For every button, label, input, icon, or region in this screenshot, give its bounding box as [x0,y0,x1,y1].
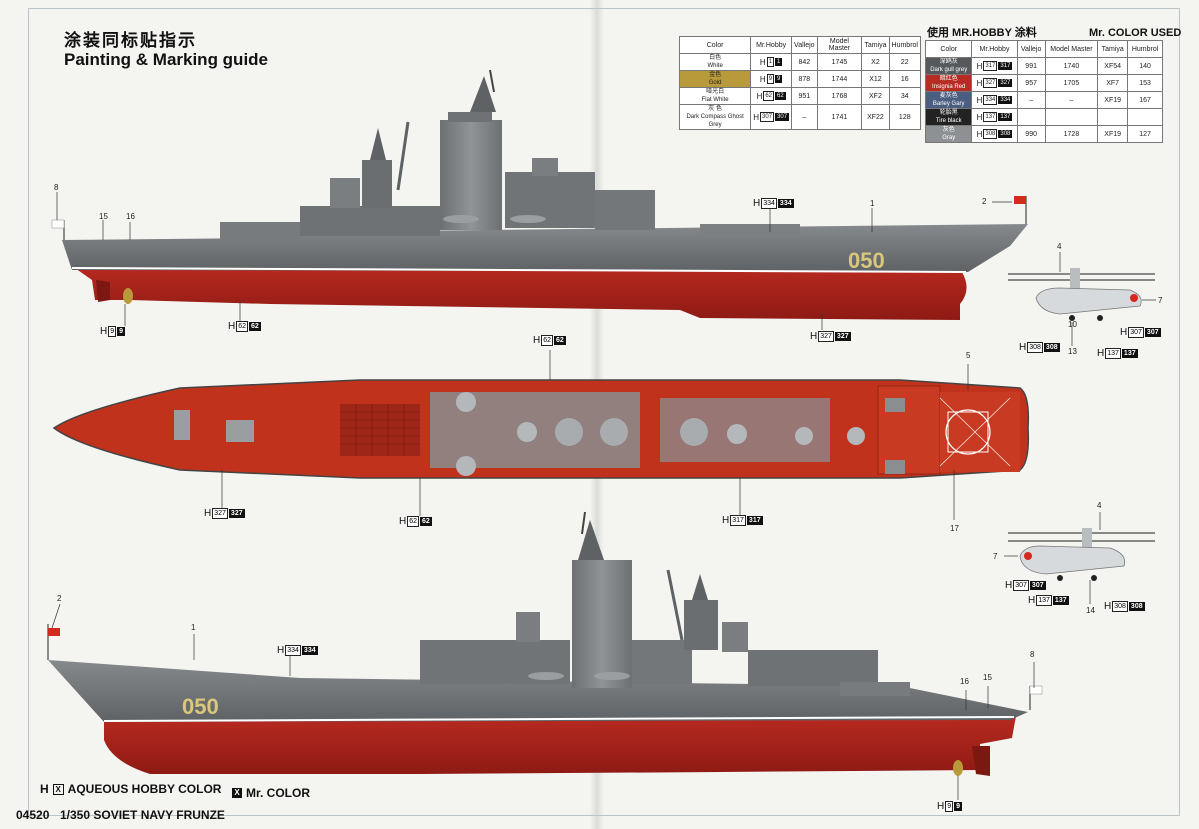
vallejo-code: 990 [1016,125,1046,143]
model-master-code: 1740 [1044,57,1099,75]
part-number-1-top: 1 [870,199,875,208]
part-number-8-bottom: 8 [1030,650,1035,659]
ship-profile-bottom: 050 [47,511,1043,800]
part-number-15-bottom: 15 [983,673,992,682]
humbrol-code: 128 [888,104,922,130]
helicopter-1 [1008,252,1156,346]
legend-mr-color: X Mr. COLOR [232,786,310,800]
ship-profile-top: 050 [51,69,1028,330]
part-number-10: 10 [1068,320,1077,329]
title-chinese: 涂装同标贴指示 [64,31,197,51]
part-number-5: 5 [966,351,971,360]
hull-red-bottom [104,716,1016,774]
part-number-16-bottom: 16 [960,677,969,686]
footer-code: 04520 [16,808,50,822]
part-number-2-bottom: 2 [57,594,62,603]
paint-brand-label: 使用 MR.HOBBY 涂料 [927,27,1037,39]
hull-number-bottom: 050 [182,694,219,719]
part-number-4-top: 4 [1057,242,1062,251]
deck-plan [52,350,1030,520]
hull-red-top [72,266,967,320]
part-number-16-top: 16 [126,212,135,221]
model-master-code: 1741 [816,104,863,130]
part-number-17: 17 [950,524,959,533]
part-number-8-top: 8 [54,183,59,192]
footer-title: 1/350 SOVIET NAVY FRUNZE [60,808,225,822]
part-number-4-bottom: 4 [1097,501,1102,510]
helicopter-2 [1004,512,1155,604]
part-number-2-top: 2 [982,197,987,206]
hull-number-top: 050 [848,248,885,273]
humbrol-code: 127 [1127,125,1163,143]
tamiya-code: XF22 [861,104,890,130]
part-number-13: 13 [1068,347,1077,356]
hull-grey-bottom [48,660,1028,722]
tamiya-code: XF19 [1097,125,1129,143]
part-number-7-top: 7 [1158,296,1163,305]
page-frame [28,8,1180,816]
part-number-7-bottom: 7 [993,552,998,561]
part-number-15-top: 15 [99,212,108,221]
vallejo-code: – [791,104,818,130]
part-number-1-bottom: 1 [191,623,196,632]
mr-color-used-label: Mr. COLOR USED [1089,27,1182,39]
model-master-code: 1728 [1044,125,1099,143]
part-number-14: 14 [1086,606,1095,615]
title-english: Painting & Marking guide [64,50,269,69]
